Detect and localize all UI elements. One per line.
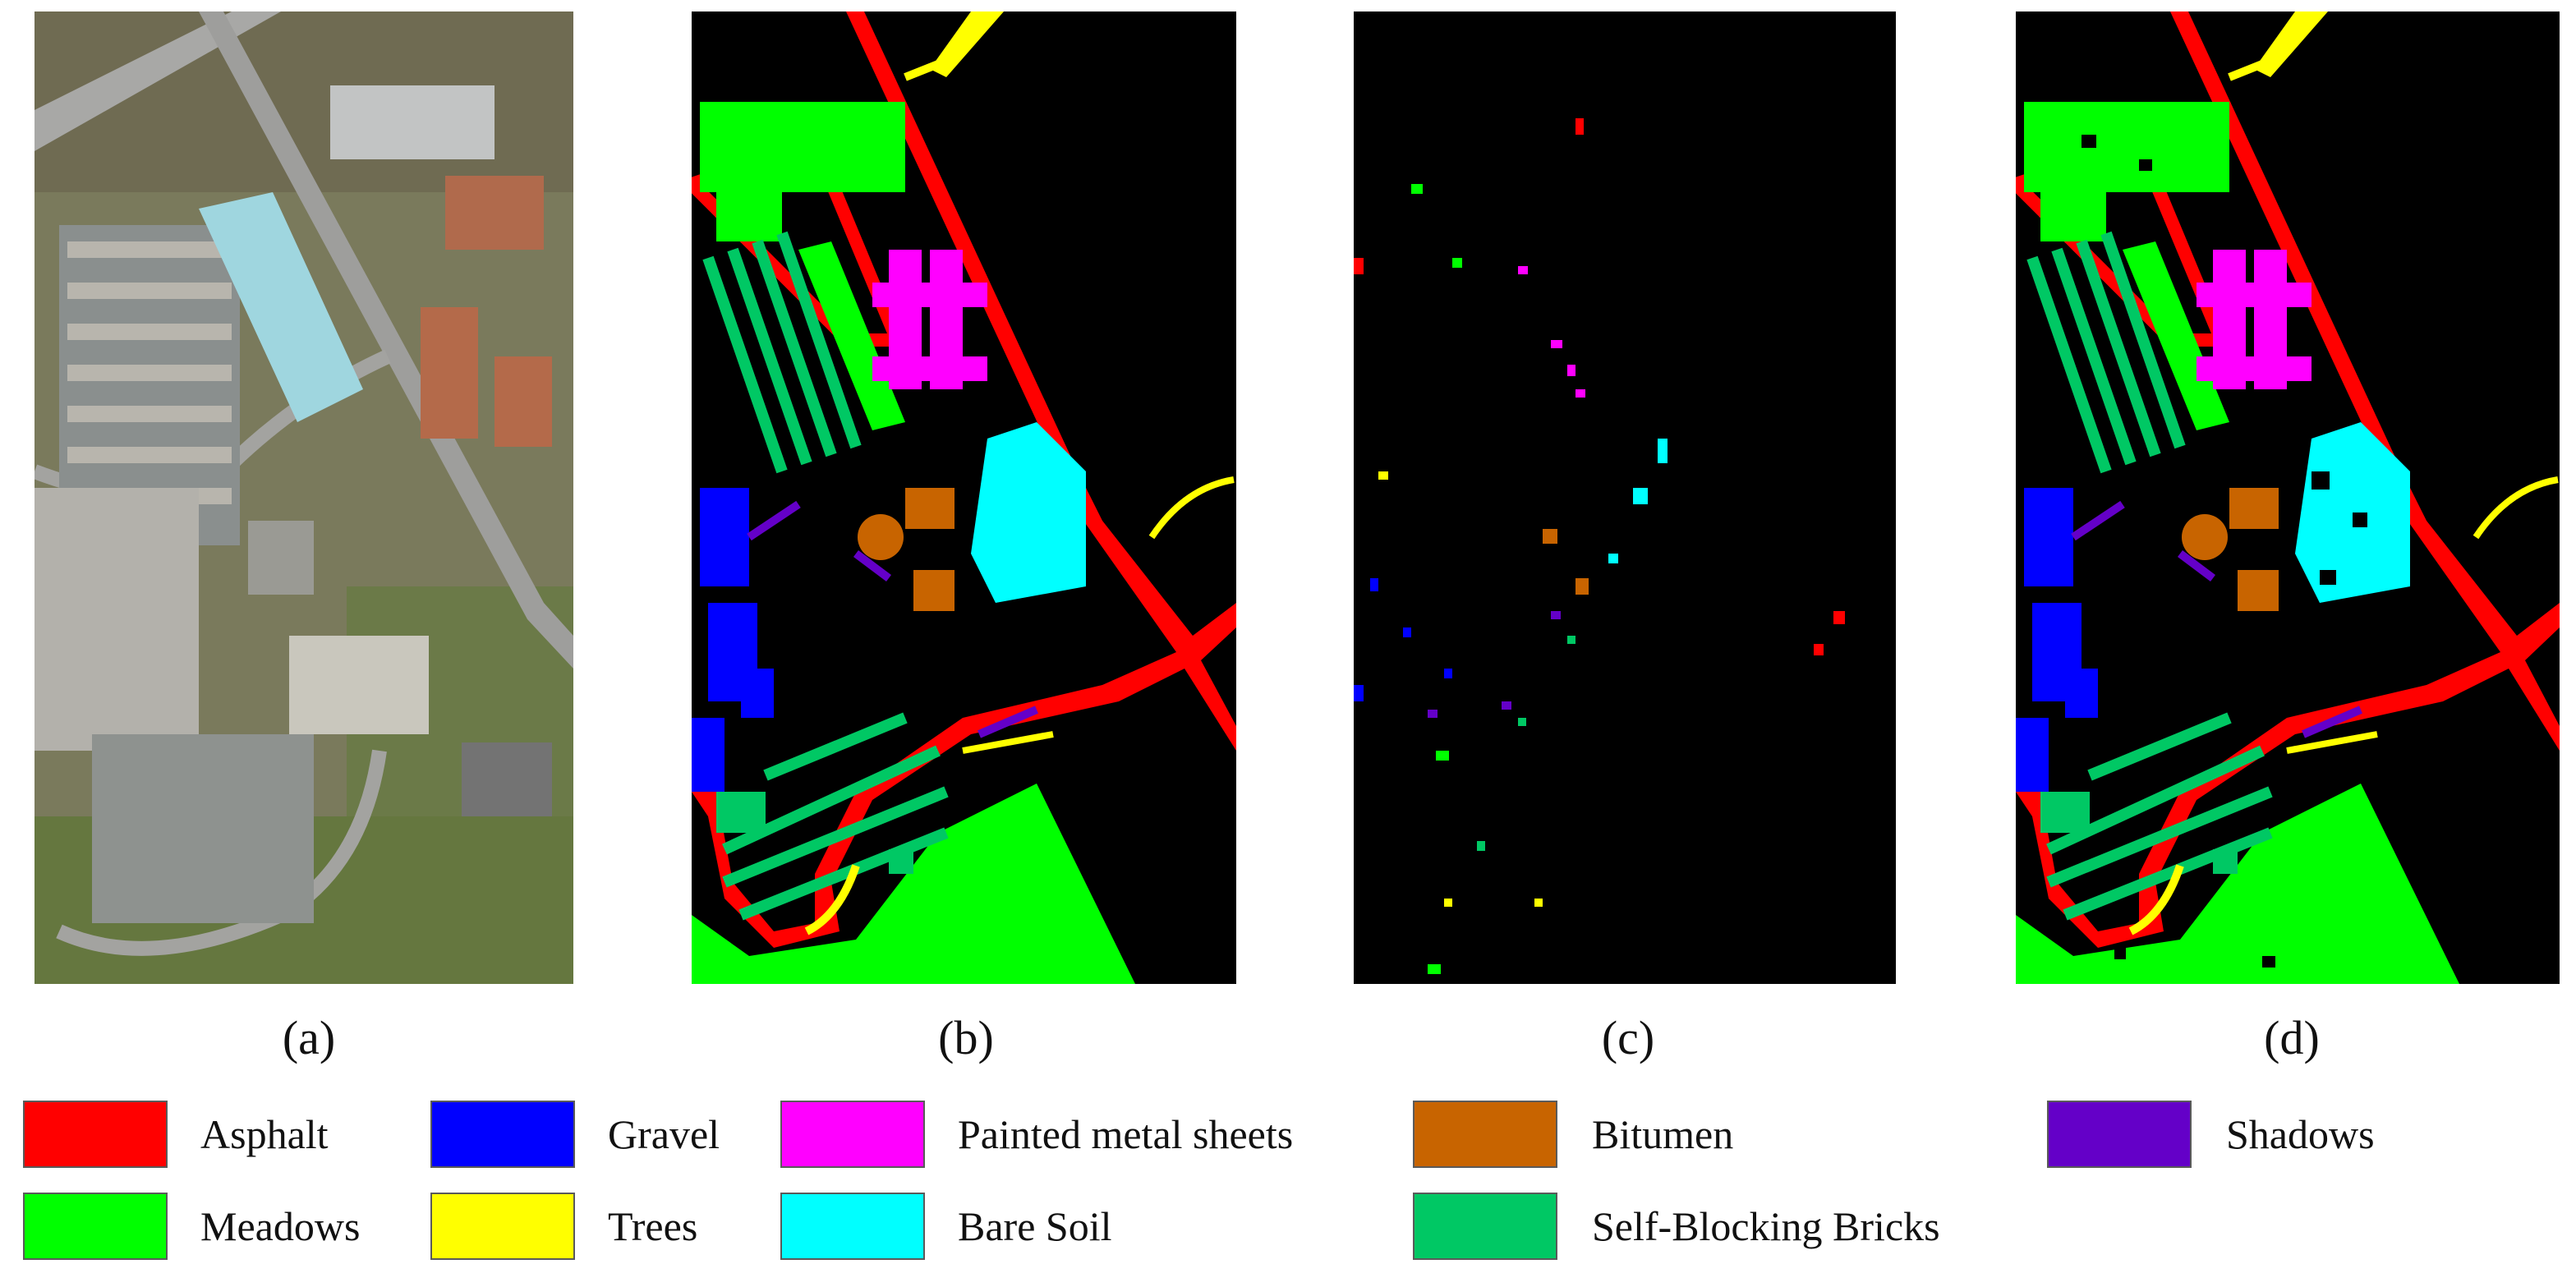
legend-label-trees: Trees [608, 1203, 698, 1249]
legend-label-asphalt: Asphalt [200, 1111, 329, 1157]
caption-a: (a) [282, 1011, 336, 1064]
legend-label-shadows: Shadows [2226, 1111, 2375, 1157]
caption-d: (d) [2264, 1011, 2320, 1064]
legend-label-bitumen: Bitumen [1592, 1111, 1734, 1157]
ground-truth-map [692, 11, 1236, 984]
training-samples-map-panel [1354, 11, 1896, 984]
ground-truth-map-panel [692, 11, 1236, 984]
legend-swatch-meadows [23, 1193, 168, 1260]
legend-label-gravel: Gravel [608, 1111, 720, 1157]
caption-b: (b) [938, 1011, 994, 1064]
legend-label-meadows: Meadows [200, 1203, 361, 1249]
legend-swatch-shadows [2047, 1101, 2192, 1168]
caption-c: (c) [1601, 1011, 1655, 1064]
classification-map [2016, 11, 2560, 984]
legend-swatch-bitumen [1413, 1101, 1557, 1168]
legend-swatch-trees [430, 1193, 575, 1260]
legend-label-self-blocking-bricks: Self-Blocking Bricks [1592, 1203, 1940, 1249]
training-samples-map [1354, 11, 1896, 984]
legend-label-bare-soil: Bare Soil [958, 1203, 1112, 1249]
aerial-image-panel [34, 11, 573, 984]
legend-swatch-self-blocking-bricks [1413, 1193, 1557, 1260]
legend-swatch-asphalt [23, 1101, 168, 1168]
legend-swatch-bare-soil [780, 1193, 925, 1260]
legend-label-painted-metal-sheets: Painted metal sheets [958, 1111, 1294, 1157]
legend-swatch-gravel [430, 1101, 575, 1168]
aerial-image [34, 11, 573, 984]
legend-swatch-painted-metal-sheets [780, 1101, 925, 1168]
classification-map-panel [2016, 11, 2560, 984]
